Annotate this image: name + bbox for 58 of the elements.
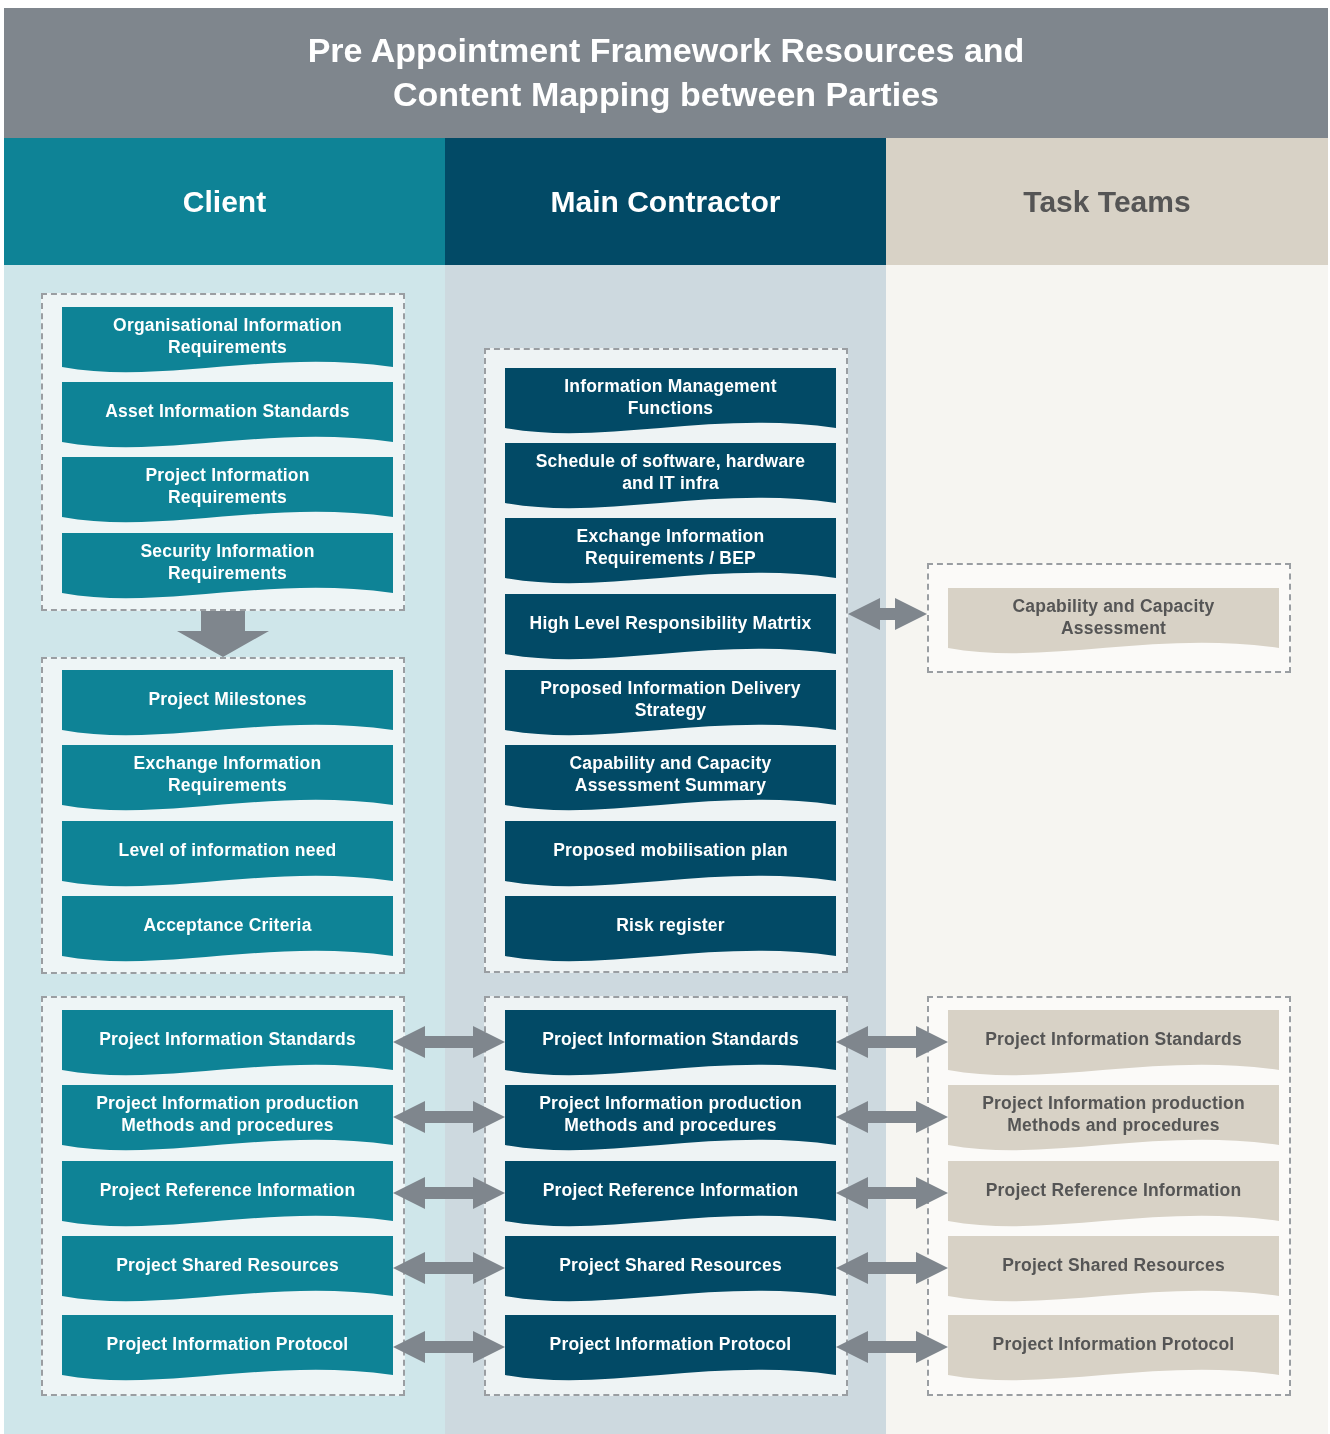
document-title: Project Information production Methods and procedures	[95, 1092, 360, 1137]
dashed-group-box	[927, 563, 1291, 673]
document-title: Project Information Requirements	[144, 464, 311, 509]
document-title: Project Reference Information	[98, 1179, 357, 1202]
document-title: Project Reference Information	[984, 1179, 1243, 1202]
dashed-group-box	[927, 996, 1291, 1396]
document-title: Information Management Functions	[563, 375, 778, 420]
document-title: Capability and Capacity Assessment Summary	[568, 752, 773, 797]
document-title: Project Information Standards	[541, 1028, 800, 1051]
document-title: Organisational Information Requirements	[112, 314, 343, 359]
arrow	[836, 1101, 948, 1133]
arrow	[177, 611, 269, 657]
swimlane	[4, 138, 445, 1434]
arrow	[393, 1177, 505, 1209]
title: Pre Appointment Framework Resources and Content Mapping between Parties	[4, 8, 1328, 138]
document-title: Capability and Capacity Assessment	[1011, 595, 1216, 640]
arrow	[836, 1026, 948, 1058]
document-title: Project Milestones	[147, 688, 308, 711]
arrow	[393, 1331, 505, 1363]
document-title: High Level Responsibility Matrtix	[528, 612, 813, 635]
arrow	[836, 1177, 948, 1209]
document-title: Asset Information Standards	[104, 400, 351, 423]
arrow	[836, 1252, 948, 1284]
document-title: Project Information production Methods and procedures	[538, 1092, 803, 1137]
document-title: Exchange Information Requirements	[132, 752, 323, 797]
document-title: Project Shared Resources	[115, 1254, 340, 1277]
document-title: Acceptance Criteria	[142, 914, 313, 937]
document-title: Project Information Protocol	[548, 1333, 793, 1356]
document-title: Risk register	[615, 914, 726, 937]
document-title: Schedule of software, hardware and IT infra	[534, 450, 807, 495]
document-title: Project Shared Resources	[1001, 1254, 1226, 1277]
document-title: Project Information Standards	[984, 1028, 1243, 1051]
arrow	[393, 1101, 505, 1133]
document-title: Project Reference Information	[541, 1179, 800, 1202]
document-title: Project Information Protocol	[991, 1333, 1236, 1356]
dashed-group-box	[484, 348, 848, 973]
dashed-group-box	[41, 657, 405, 974]
document-title: Project Information Standards	[98, 1028, 357, 1051]
document-title: Project Shared Resources	[558, 1254, 783, 1277]
document-title: Proposed mobilisation plan	[552, 839, 789, 862]
lane-header: Main Contractor	[445, 138, 886, 265]
dashed-group-box	[484, 996, 848, 1396]
arrow	[393, 1026, 505, 1058]
dashed-group-box	[41, 293, 405, 611]
arrow	[848, 598, 927, 630]
document-title: Exchange Information Requirements / BEP	[575, 525, 766, 570]
document-title: Project Information production Methods and procedures	[981, 1092, 1246, 1137]
swimlane	[445, 138, 886, 1434]
lane-header: Task Teams	[886, 138, 1328, 265]
document-title: Project Information Protocol	[105, 1333, 350, 1356]
arrow	[836, 1331, 948, 1363]
document-title: Proposed Information Delivery Strategy	[539, 677, 802, 722]
lane-header: Client	[4, 138, 445, 265]
document-title: Security Information Requirements	[139, 540, 316, 585]
arrow	[393, 1252, 505, 1284]
dashed-group-box	[41, 996, 405, 1396]
swimlane	[886, 138, 1328, 1434]
document-title: Level of information need	[117, 839, 338, 862]
